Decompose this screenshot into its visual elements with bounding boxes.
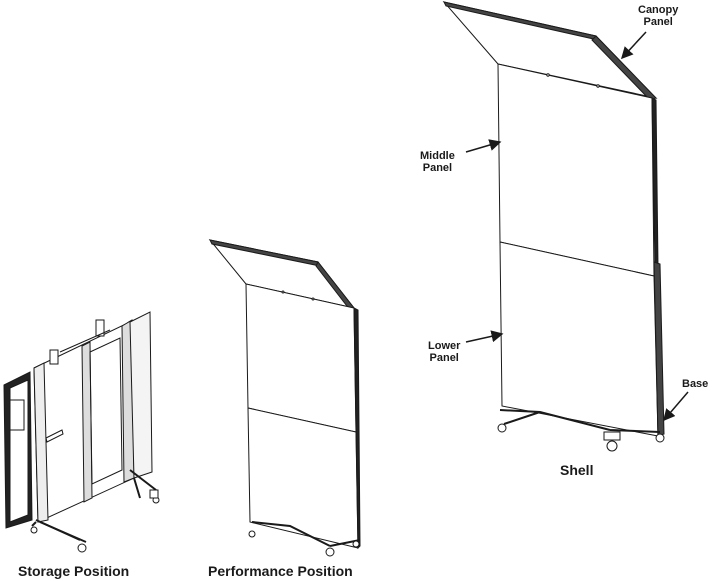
shell-caption: Shell [560, 462, 594, 478]
storage-position-caption: Storage Position [18, 563, 130, 579]
lower-label-line2: Panel [429, 352, 459, 364]
lower-label-line1: Lower [428, 340, 461, 352]
performance-position-drawing [208, 239, 361, 557]
base-arrow [663, 391, 689, 422]
canopy-arrow [620, 31, 647, 60]
canopy-label-line1: Canopy [638, 4, 679, 16]
middle-panel-label: Middle Panel [420, 150, 455, 174]
base-label: Base [682, 378, 709, 390]
middle-label-line2: Panel [422, 162, 453, 174]
lower-arrow [465, 330, 504, 343]
storage-position-drawing [3, 311, 160, 553]
middle-label-line1: Middle [420, 150, 455, 162]
performance-position-caption: Performance Position [208, 563, 353, 579]
middle-arrow [465, 139, 502, 153]
shell-drawing [442, 1, 665, 452]
canopy-panel-label: Canopy Panel [638, 4, 678, 28]
canopy-label-line2: Panel [643, 16, 673, 28]
lower-panel-label: Lower Panel [428, 340, 460, 364]
